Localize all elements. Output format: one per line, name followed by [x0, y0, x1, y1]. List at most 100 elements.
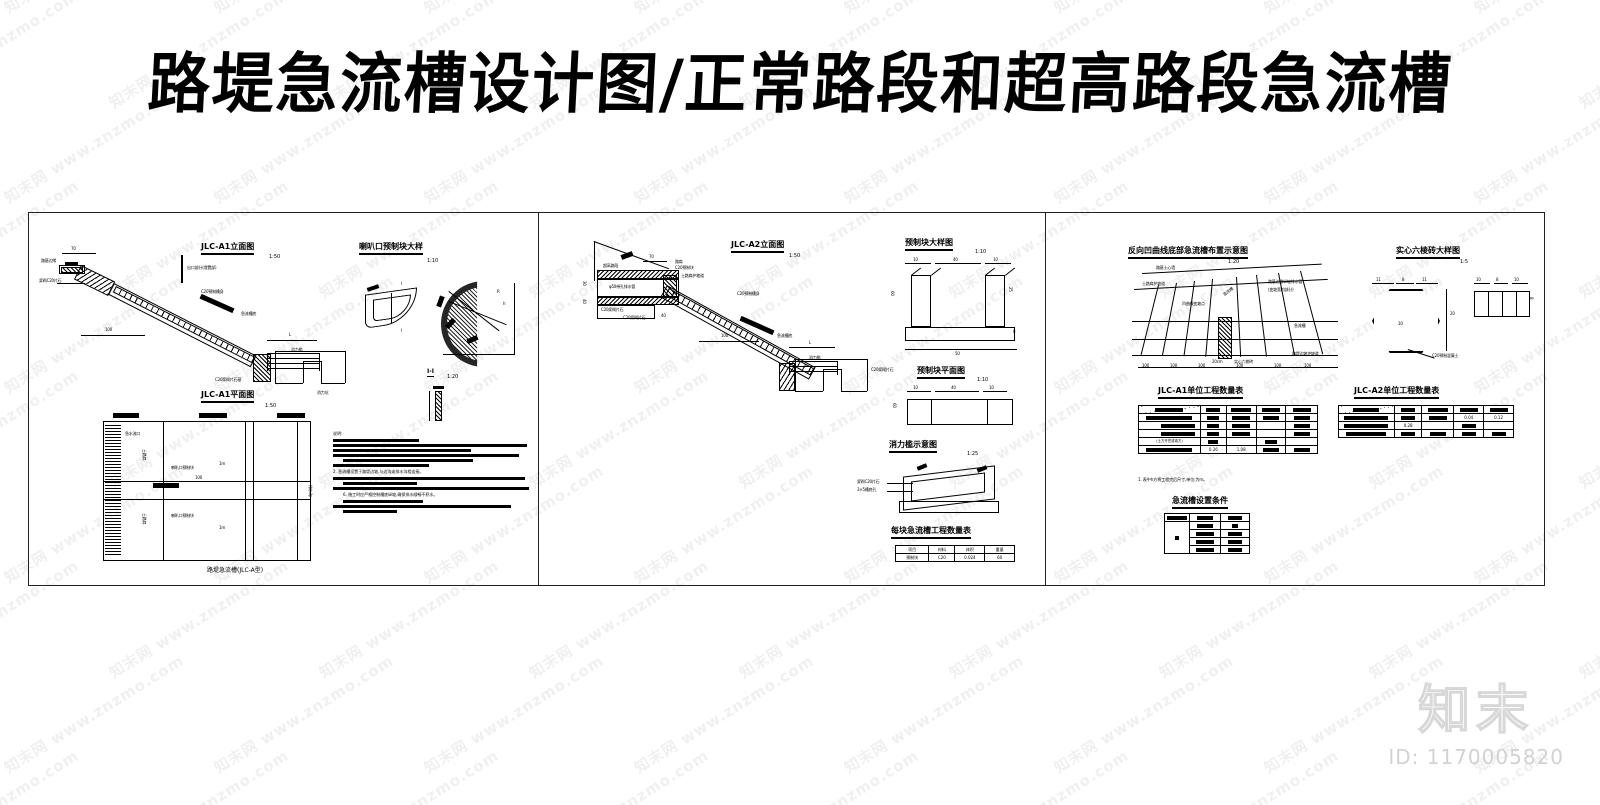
- asset-id: ID: 1170005820: [1388, 745, 1564, 769]
- hex-side-dim-8b: 8: [1529, 297, 1534, 300]
- chute-body-ribs: [112, 286, 255, 364]
- td-v2: [1421, 429, 1455, 438]
- section-I-I-scale: 1:20: [447, 374, 459, 380]
- td-v3: [1255, 413, 1287, 422]
- watermark-text: 知末网 www.znzmo.com: [525, 745, 713, 805]
- td-c2: [1219, 537, 1251, 546]
- watermark-text: 知末网 www.znzmo.com: [631, 651, 818, 777]
- td-v4: [1483, 429, 1514, 438]
- th-corner: [1338, 405, 1395, 414]
- jlc-a2-elevation-title: JLC-A2立面图: [731, 239, 785, 253]
- table-row: [1164, 521, 1251, 554]
- label-plan-drain: 排水沟: [308, 485, 313, 497]
- precast-plan-scale: 1:10: [977, 377, 989, 383]
- head-hatch-1: [597, 270, 679, 279]
- watermark-text: 知末网 www.znzmo.com: [421, 651, 608, 777]
- td-label: [1138, 421, 1201, 430]
- inlet-dim-line: [62, 253, 96, 254]
- th-c1: [1188, 513, 1221, 522]
- label-c20-precast: C20预制块: [675, 265, 694, 270]
- dim-line-L: [267, 340, 317, 341]
- td-v2: [1225, 429, 1257, 438]
- td-label: [1138, 445, 1201, 454]
- label-stilling-pit: 消力坑: [317, 390, 329, 395]
- td-label: [1338, 429, 1395, 438]
- table-row: 0.04 0.12: [1338, 413, 1514, 422]
- td-c1: [1188, 521, 1221, 530]
- watermark-text: 知末网 www.znzmo.com: [1260, 0, 1448, 18]
- precast-dim-10b: 10: [993, 257, 998, 262]
- td-c2: [1219, 545, 1251, 554]
- watermark-text: 知末网 www.znzmo.com: [1575, 745, 1600, 805]
- dim-a2-40: 40: [582, 299, 587, 304]
- stilling-sill-title: 消力槛示意图: [889, 439, 937, 453]
- label-drain-pipe: φ50带孔排水管: [609, 284, 636, 289]
- label-rubble-base: C20浆砌片石基: [215, 377, 242, 382]
- brand-watermark: 知末 ID: 1170005820: [1388, 681, 1564, 769]
- hex-dim-11a: 11: [1376, 277, 1381, 282]
- th-col3: [1255, 405, 1287, 414]
- jlc-a1-plan-scale: 1:50: [265, 403, 277, 409]
- hex-dim-20: 20: [1450, 311, 1455, 316]
- dim-a2-100: 100: [721, 333, 729, 338]
- chute-setup-title: 急流槽设置条件: [1172, 495, 1228, 509]
- jlc-a1-plan-title: JLC-A1平面图: [201, 389, 255, 403]
- th-corner: [1138, 405, 1201, 414]
- page-title: 路堤急流槽设计图/正常路段和超高路段急流槽: [0, 44, 1600, 124]
- th-item: 项目: [894, 545, 930, 554]
- watermark-text: 知末网 www.znzmo.com: [1155, 745, 1343, 805]
- table-header-row: [1164, 513, 1251, 522]
- label-water-inlet: 急水流口: [125, 431, 141, 436]
- label-precast-body: C20预制槽身: [201, 289, 224, 294]
- dim-100: 100: [105, 327, 113, 332]
- flare-marker: [366, 284, 380, 292]
- th-volume: 体积: [954, 545, 986, 554]
- section-I-I-title: I-I: [427, 368, 434, 377]
- td-v2: [1225, 413, 1257, 422]
- dim-100-e: 100: [1274, 363, 1282, 368]
- label-super-section: 超高路段: [603, 263, 619, 268]
- flare-detail-scale: 1:10: [427, 258, 439, 264]
- design-notes: 说明: 2. 急流槽设置于路堤边坡,与边沟或排水沟相连接。 6. 施工时应严格控…: [333, 429, 533, 515]
- th-col2: [1225, 405, 1257, 414]
- table-row: [1138, 421, 1318, 430]
- th-col1: [1199, 405, 1227, 414]
- znzmo-logo: 知末: [1417, 681, 1535, 741]
- label-chute-p3: 急流槽: [1222, 285, 1235, 297]
- td-v4: [1483, 421, 1514, 430]
- watermark-text: 知末网 www.znzmo.com: [735, 745, 923, 805]
- td-v3: [1255, 437, 1287, 446]
- notes-heading: 说明:: [333, 431, 343, 436]
- dim-100-a: 100: [1142, 363, 1150, 368]
- watermark-text: 知末网 www.znzmo.com: [105, 745, 293, 805]
- precast-plan-dim-10b: 10: [989, 385, 994, 390]
- table-row: [1338, 429, 1514, 438]
- label-bar-1: [199, 293, 235, 314]
- td-v4: [1285, 445, 1318, 454]
- td-c2: [1219, 529, 1251, 538]
- jlc-a1-table-note: 1. 表中h方将工程完后尺寸,单位:为m。: [1138, 477, 1208, 482]
- dim-plan-100: 100: [195, 475, 203, 480]
- head-base: [597, 305, 655, 319]
- precast-dim-10a: 10: [913, 257, 918, 262]
- td-material: C20: [928, 553, 956, 562]
- label-varying-width: (变坡宽的部分): [1268, 287, 1294, 292]
- td-v3: [1453, 429, 1485, 438]
- plan-frame: [103, 421, 311, 561]
- watermark-text: 知末网 www.znzmo.com: [315, 745, 503, 805]
- precast-plan-dim-40: 40: [951, 385, 956, 390]
- reverse-concave-title: 反向凹曲线底部急流槽布置示意图: [1128, 245, 1248, 259]
- watermark-text: 知末网 www.znzmo.com: [0, 0, 188, 18]
- slope-hatch: [105, 425, 121, 557]
- watermark-text: 知末网 www.znzmo.com: [840, 0, 1028, 18]
- table-header-row: 项目 材料 体积 重量: [894, 545, 1015, 554]
- td-v4: 0.12: [1483, 413, 1514, 422]
- label-rubble-a2-b: C20浆砌片石: [623, 315, 646, 320]
- td-v2: [1421, 421, 1455, 430]
- td-v1: 0.28: [1393, 421, 1423, 430]
- notes-line-6: 6. 施工时应严格控制槽底纵坡,确保排水顺畅不积水。: [343, 492, 438, 497]
- watermark-text: 知末网 www.znzmo.com: [1050, 0, 1238, 18]
- th-weight: 重量: [984, 545, 1015, 554]
- table-row: [1138, 413, 1318, 422]
- panel-1: JLC-A1立面图 1:50 70 路基边缘 浆砌C20片石 出口部分(埋置部)…: [29, 213, 539, 585]
